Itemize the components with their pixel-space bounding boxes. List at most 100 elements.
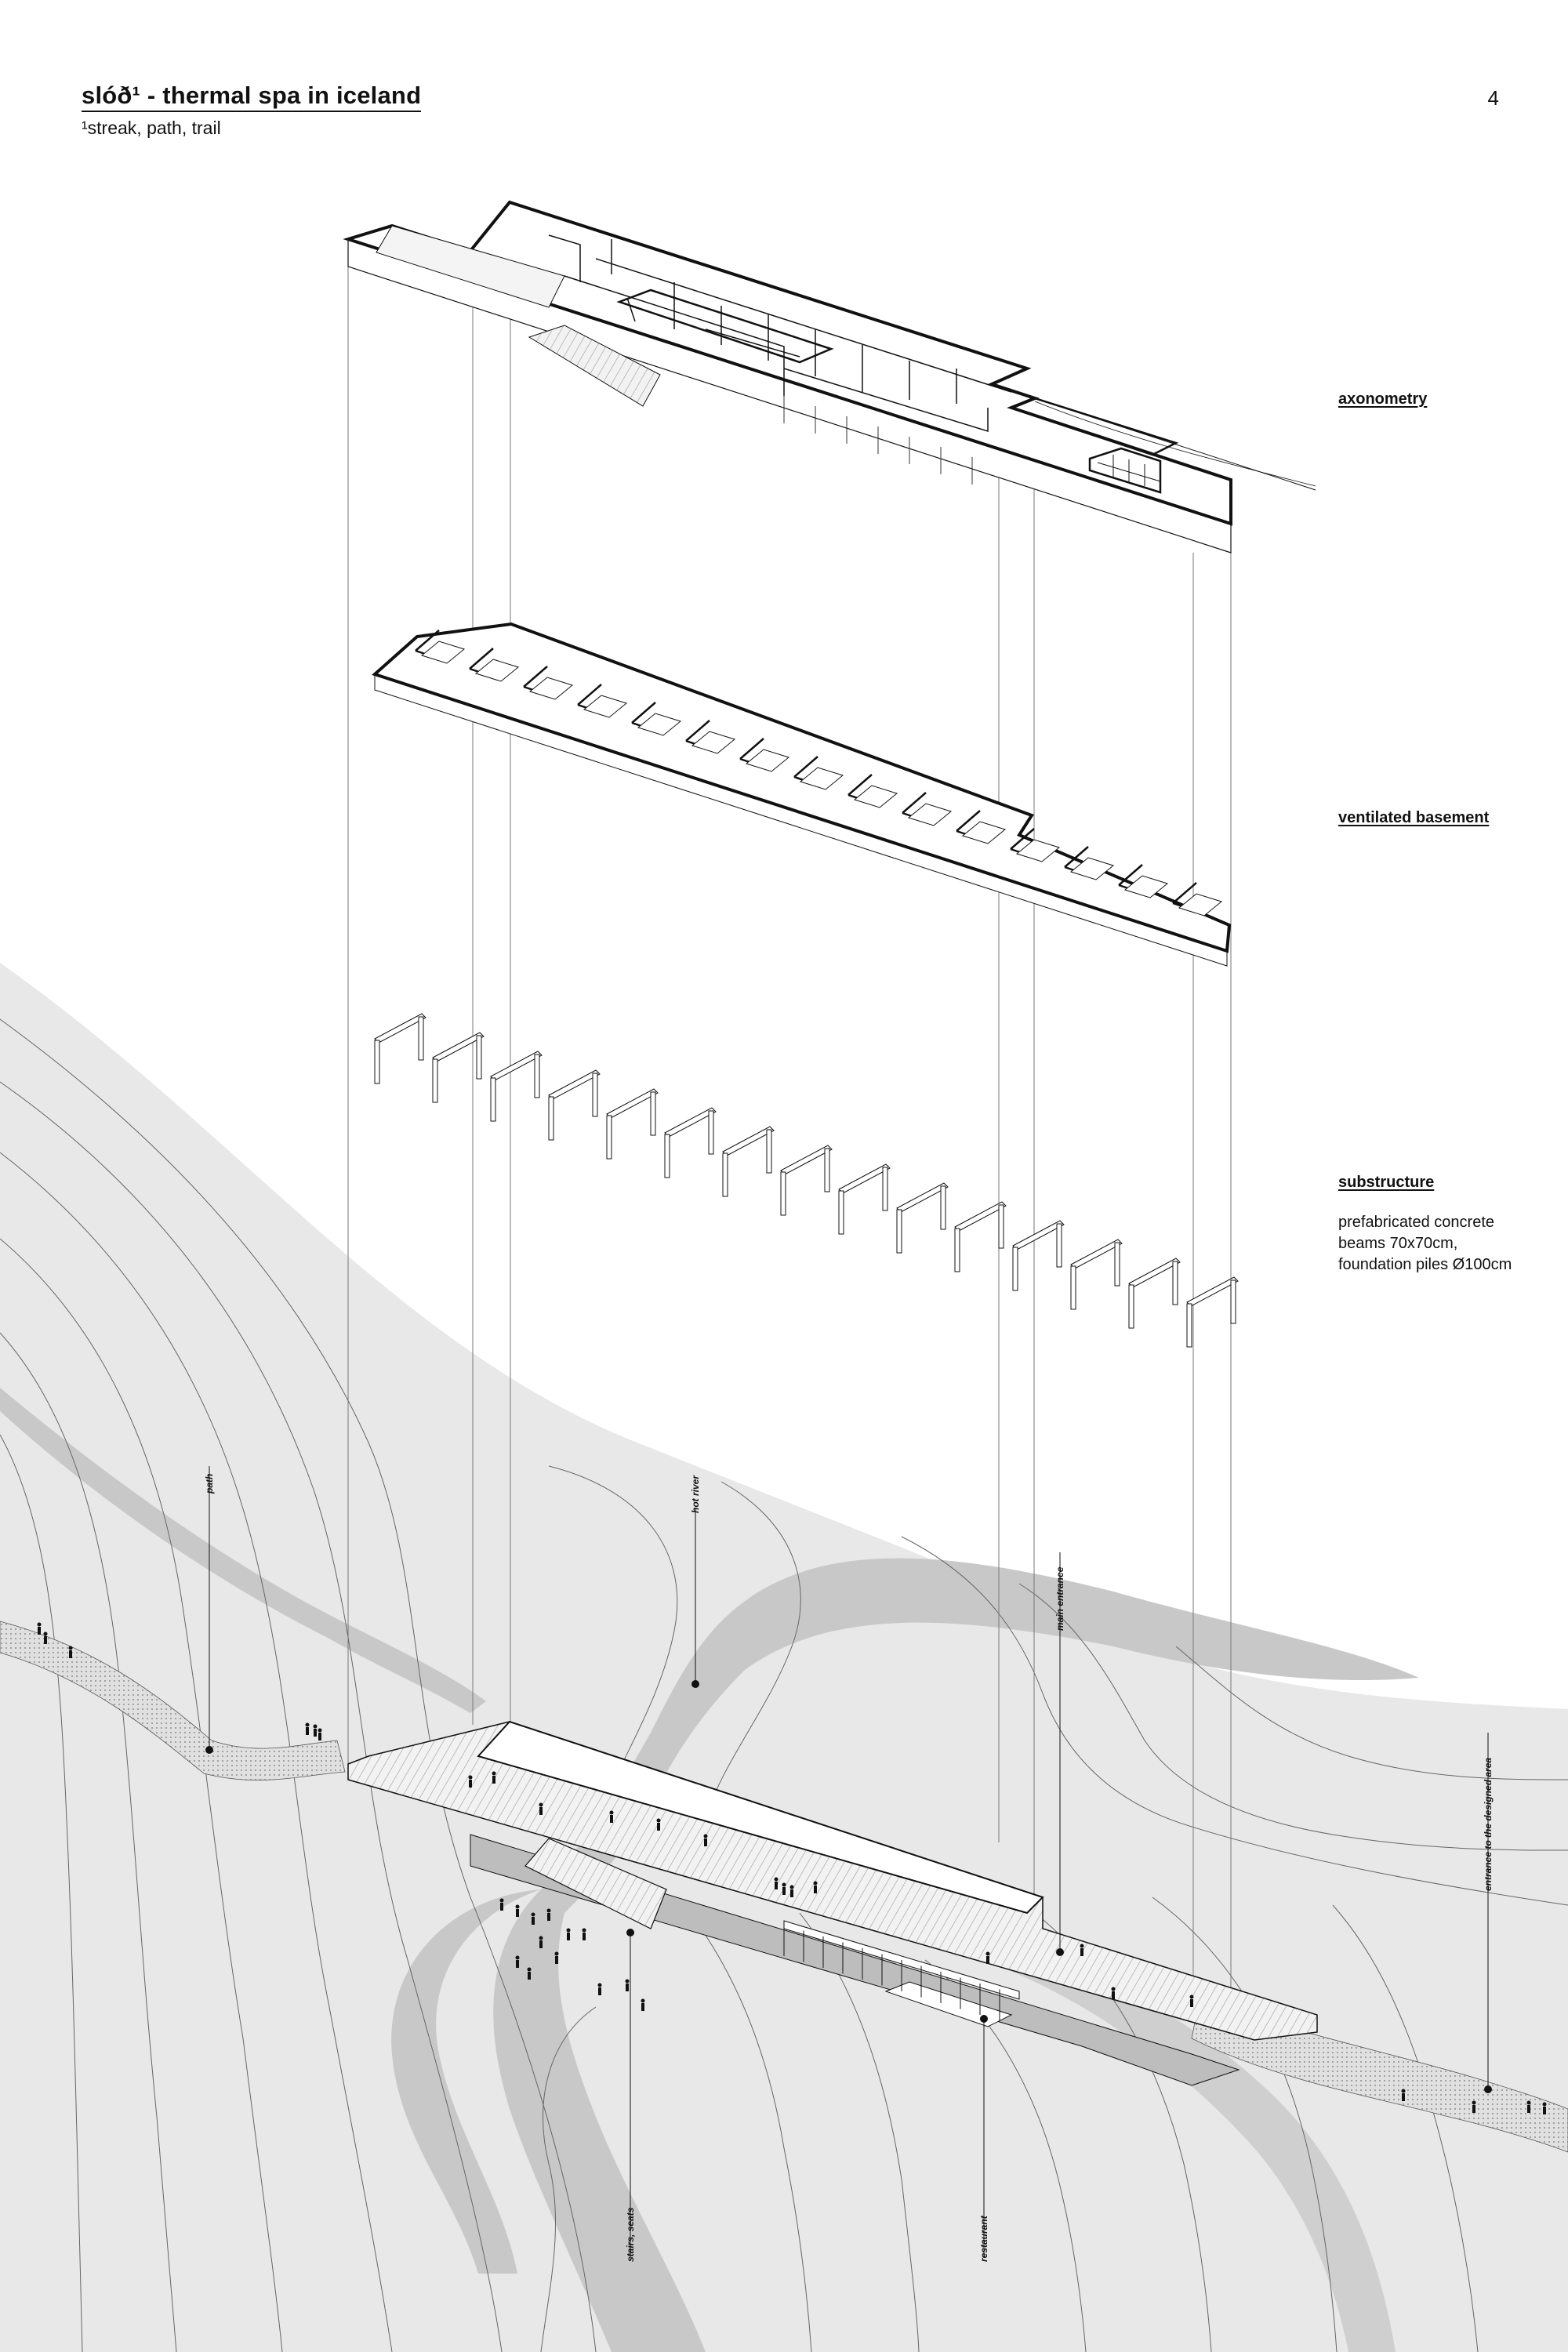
concrete-frame — [1128, 1258, 1181, 1329]
person-figure — [1472, 2100, 1476, 2113]
person-figure — [68, 1646, 73, 1658]
frame-pile — [708, 1110, 714, 1155]
frame-pile — [592, 1073, 598, 1117]
callout-label-main-entrance: main entrance — [1054, 1566, 1065, 1631]
person-figure — [1401, 2089, 1406, 2101]
person-body — [1190, 1999, 1193, 2007]
basement-cell — [1015, 839, 1061, 862]
concrete-frame — [1012, 1220, 1065, 1291]
person-figure — [527, 1967, 532, 1980]
person-figure — [531, 1912, 535, 1925]
concrete-frame — [548, 1069, 601, 1141]
person-body — [583, 1933, 586, 1940]
concrete-frame — [838, 1163, 891, 1235]
person-figure — [554, 1951, 559, 1964]
person-body — [516, 1960, 519, 1968]
site-building-roof — [477, 1720, 1044, 1915]
person-head — [68, 1646, 73, 1650]
person-head — [597, 1983, 602, 1987]
person-head — [1111, 1987, 1116, 1991]
frame-beam — [1186, 1276, 1239, 1307]
person-body — [657, 1823, 660, 1831]
frame-pile — [476, 1035, 482, 1080]
page-subtitle: ¹streak, path, trail — [82, 118, 221, 138]
entrance-stairs — [528, 325, 661, 407]
frame-pile — [940, 1185, 946, 1230]
concrete-frame — [722, 1126, 775, 1197]
substructure-layer — [374, 1013, 1239, 1348]
person-body — [44, 1636, 47, 1644]
person-figure — [43, 1632, 48, 1644]
concrete-frame — [1070, 1239, 1123, 1310]
person-figure — [539, 1802, 543, 1815]
basement-cell — [799, 767, 844, 790]
concrete-frame — [896, 1182, 949, 1254]
page-title: slóð¹ - thermal spa in iceland — [82, 82, 422, 112]
person-figure — [499, 1898, 504, 1911]
person-figure — [1189, 1994, 1194, 2007]
site-facade-glazing — [783, 1925, 1000, 2021]
person-head — [789, 1885, 794, 1889]
sight-line — [1026, 395, 1316, 491]
facade-glazing — [783, 396, 973, 485]
person-body — [986, 1956, 989, 1964]
frame-pile — [824, 1148, 830, 1192]
person-body — [547, 1913, 550, 1921]
person-body — [528, 1972, 531, 1980]
basement-cell — [528, 677, 574, 700]
frame-pile — [1230, 1279, 1236, 1324]
frame-pile — [1172, 1261, 1178, 1305]
layer-title-ventilated-basement: ventilated basement — [1338, 809, 1490, 826]
person-figure — [1526, 2100, 1531, 2113]
frame-pile — [1056, 1223, 1062, 1268]
person-figure — [597, 1983, 602, 1995]
basement-grid — [415, 630, 1223, 916]
callout-label-restaurant: restaurant — [978, 2216, 989, 2262]
callout-label-stairs-seats: stairs, seats — [625, 2207, 636, 2262]
person-figure — [468, 1775, 473, 1788]
river-branch — [391, 1889, 541, 2274]
person-body — [69, 1650, 72, 1658]
callout-label-entrance-designed-area: entrance to the designed area — [1483, 1757, 1494, 1891]
person-head — [782, 1882, 786, 1887]
person-figure — [318, 1728, 322, 1740]
person-head — [499, 1898, 504, 1903]
person-body — [469, 1780, 472, 1788]
person-head — [527, 1967, 532, 1972]
frame-beam — [1012, 1220, 1065, 1250]
person-body — [704, 1838, 707, 1846]
person-body — [1527, 2105, 1530, 2113]
person-head — [1526, 2100, 1531, 2105]
contour-lines — [0, 1018, 1568, 2352]
page-number: 4 — [1487, 86, 1499, 110]
person-body — [610, 1815, 613, 1823]
person-head — [43, 1632, 48, 1636]
substructure-description: prefabricated concrete beams 70x70cm, fo… — [1338, 1214, 1512, 1273]
person-body — [598, 1987, 601, 1995]
person-figure — [641, 1998, 645, 2011]
person-body — [539, 1807, 543, 1815]
ventilated-basement-layer — [372, 622, 1232, 967]
person-figure — [546, 1908, 551, 1921]
person-body — [500, 1903, 503, 1911]
person-figure — [515, 1904, 520, 1917]
person-head — [318, 1728, 322, 1733]
person-head — [641, 1998, 645, 2003]
person-head — [539, 1936, 543, 1940]
person-figure — [313, 1724, 318, 1737]
person-figure — [782, 1882, 786, 1895]
rooms-block — [616, 289, 1179, 494]
person-body — [516, 1909, 519, 1917]
person-body — [532, 1917, 535, 1925]
person-figure — [492, 1771, 496, 1784]
person-body — [1543, 2107, 1546, 2114]
visitor-path — [0, 1621, 346, 1781]
person-figure — [789, 1885, 794, 1897]
frame-pile — [534, 1054, 540, 1098]
person-head — [582, 1928, 586, 1933]
person-figure — [37, 1622, 42, 1635]
frame-beam — [954, 1201, 1007, 1232]
frame-pile — [1012, 1247, 1018, 1291]
person-body — [1472, 2105, 1475, 2113]
person-head — [313, 1724, 318, 1729]
